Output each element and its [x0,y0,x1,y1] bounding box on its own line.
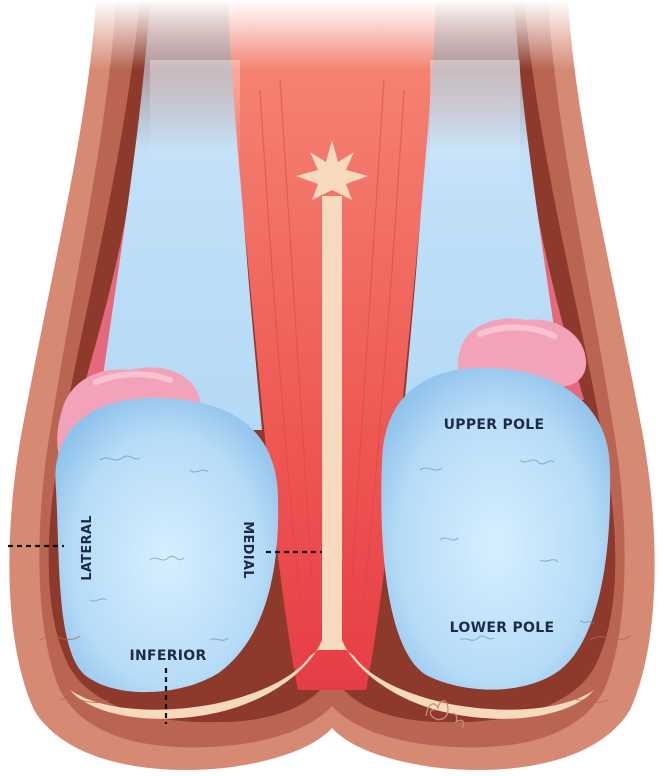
top-fade [0,0,664,70]
lateral-label: LATERAL [80,515,95,581]
medial-label: MEDIAL [240,521,255,579]
upper-pole-label: UPPER POLE [444,417,545,433]
lower-pole-label: LOWER POLE [450,620,555,636]
cord-fade-left [150,60,240,170]
inferior-label: INFERIOR [129,648,206,664]
cord-fade-right [430,60,520,210]
